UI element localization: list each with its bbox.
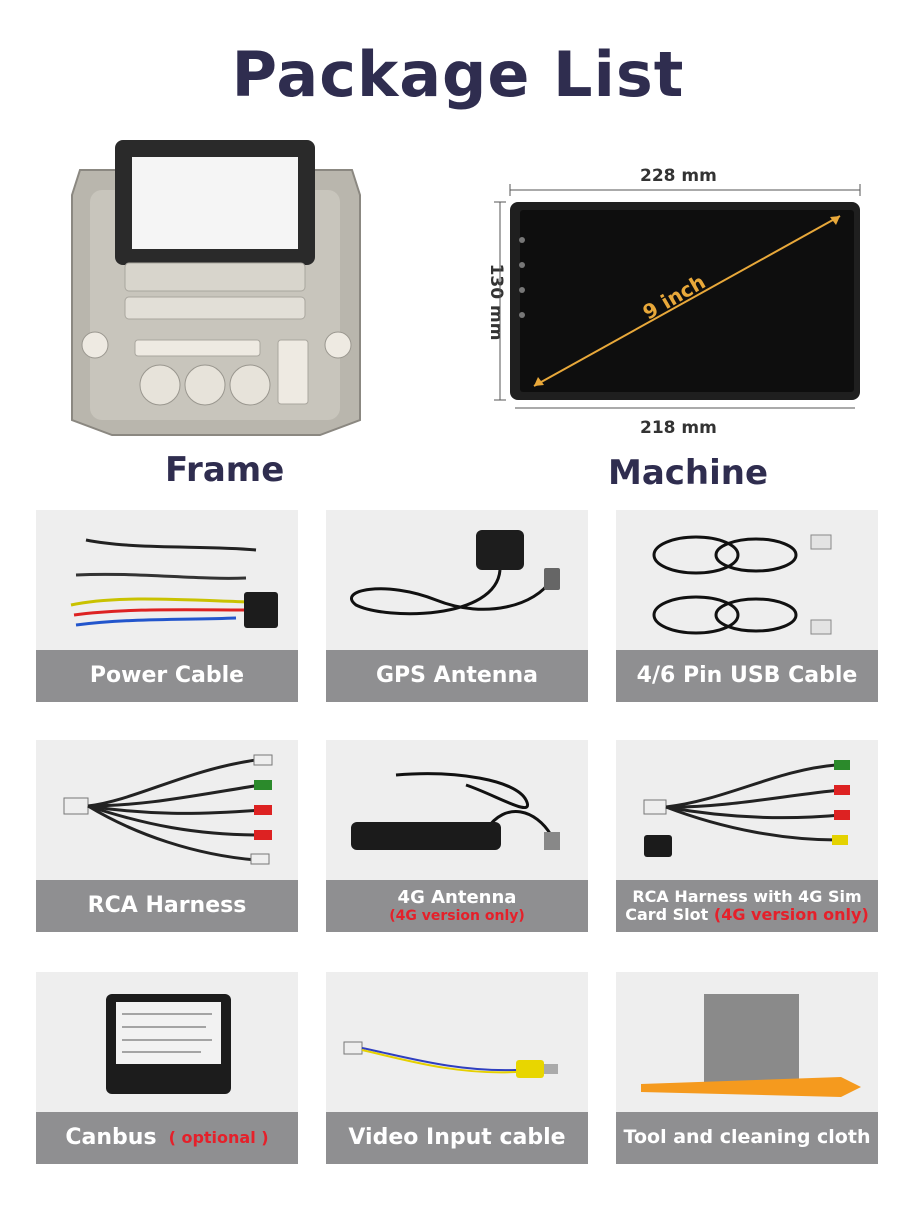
rca-harness-image bbox=[63, 754, 273, 865]
item-power-cable: Power Cable bbox=[36, 510, 298, 702]
item-rca-harness: RCA Harness bbox=[36, 740, 298, 932]
item-label: RCA Harness bbox=[87, 893, 247, 919]
item-label: Power Cable bbox=[89, 663, 245, 689]
rca-harness-4g-image bbox=[643, 760, 850, 857]
item-label-line2: Card Slot bbox=[625, 905, 709, 924]
item-rca-harness-4g: RCA Harness with 4G Sim Card Slot (4G ve… bbox=[616, 740, 878, 932]
tool-and-cloth-image bbox=[641, 994, 861, 1097]
frame-label: Frame bbox=[165, 450, 285, 490]
item-label-line1: RCA Harness with 4G Sim bbox=[632, 886, 862, 906]
dim-top: 228 mm bbox=[640, 166, 717, 186]
item-gps-antenna: GPS Antenna bbox=[326, 510, 588, 702]
item-label: 4/6 Pin USB Cable bbox=[636, 663, 858, 689]
item-label: GPS Antenna bbox=[376, 663, 538, 689]
item-canbus: Canbus ( optional ) bbox=[36, 972, 298, 1164]
item-video-input-cable: Video Input cable bbox=[326, 972, 588, 1164]
gps-antenna-image bbox=[350, 530, 560, 616]
version-note: (4G version only) bbox=[389, 908, 525, 925]
video-input-cable-image bbox=[343, 1041, 558, 1078]
item-label: Video Input cable bbox=[348, 1125, 566, 1151]
item-label: Canbus bbox=[65, 1125, 157, 1151]
item-label: Tool and cleaning cloth bbox=[623, 1126, 871, 1149]
optional-note: ( optional ) bbox=[168, 1127, 269, 1147]
4g-antenna-image bbox=[351, 772, 560, 850]
item-label: 4G Antenna bbox=[397, 886, 517, 908]
canbus-image bbox=[106, 994, 231, 1094]
usb-cable-image bbox=[652, 534, 832, 635]
item-tool-and-cloth: Tool and cleaning cloth bbox=[616, 972, 878, 1164]
power-cable-image bbox=[70, 538, 278, 628]
dim-bottom: 218 mm bbox=[640, 418, 717, 438]
machine-label: Machine bbox=[608, 453, 769, 493]
frame-image bbox=[71, 140, 361, 436]
page-title: Package List bbox=[231, 38, 685, 111]
version-note: (4G version only) bbox=[713, 905, 869, 924]
machine-image bbox=[494, 184, 861, 409]
item-4g-antenna: 4G Antenna (4G version only) bbox=[326, 740, 588, 932]
item-usb-cable: 4/6 Pin USB Cable bbox=[616, 510, 878, 702]
